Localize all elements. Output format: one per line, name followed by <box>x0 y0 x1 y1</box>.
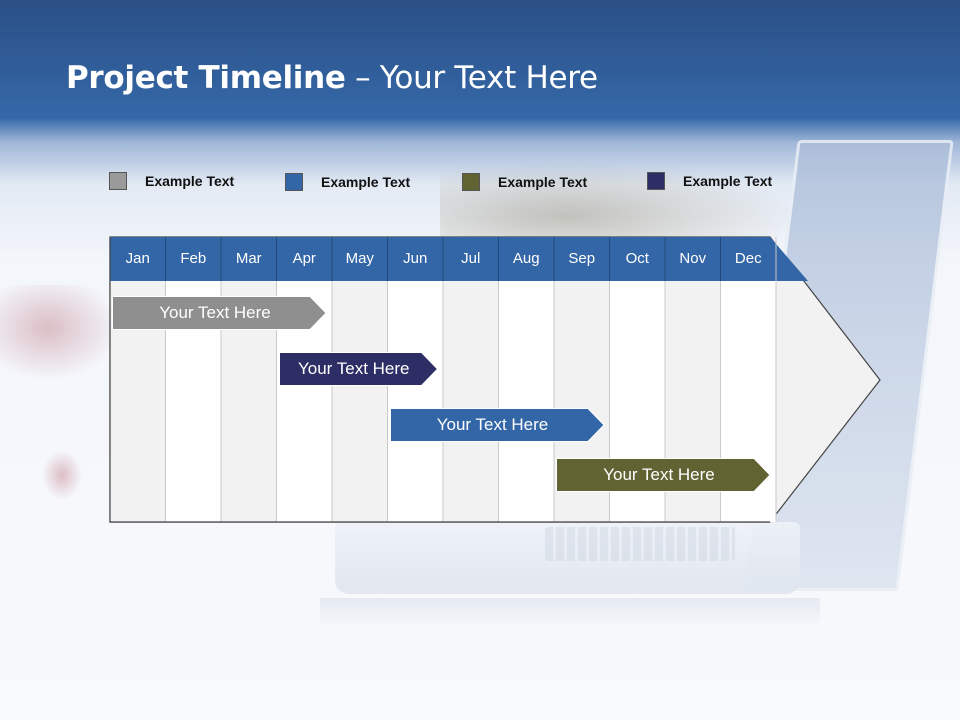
month-column <box>332 281 388 522</box>
slide-title-rest: – Your Text Here <box>345 60 598 96</box>
month-label-jan: Jan <box>125 250 150 267</box>
legend-swatch-gray <box>109 172 127 190</box>
month-label-jun: Jun <box>403 250 428 267</box>
legend-swatch-olive <box>462 173 480 191</box>
task-arrow-fill <box>389 408 605 442</box>
legend-label: Example Text <box>683 173 773 189</box>
slide-title-bold: Project Timeline <box>66 60 346 96</box>
month-column <box>443 281 499 522</box>
task-bar-4[interactable]: Your Text Here <box>556 458 771 492</box>
legend-item-blue: Example Text <box>285 172 410 192</box>
task-label: Your Text Here <box>159 303 271 322</box>
legend-item-olive: Example Text <box>462 172 587 192</box>
month-column <box>498 281 554 522</box>
legend-item-gray: Example Text <box>109 171 234 191</box>
task-bar-1[interactable]: Your Text Here <box>112 296 327 330</box>
legend-label: Example Text <box>145 173 235 189</box>
task-bar-3[interactable]: Your Text Here <box>389 408 605 442</box>
task-arrow-shape <box>556 458 771 492</box>
month-label-feb: Feb <box>180 250 207 267</box>
task-label: Your Text Here <box>297 359 410 378</box>
legend-swatch-blue <box>285 173 303 191</box>
month-label-may: May <box>345 250 374 267</box>
month-label-mar: Mar <box>235 250 262 267</box>
task-arrow-shape <box>389 408 605 442</box>
month-label-nov: Nov <box>679 250 707 267</box>
task-arrow-fill <box>278 352 438 386</box>
legend-item-navy: Example Text <box>647 171 772 191</box>
timeline-header-band <box>110 237 808 281</box>
month-label-jul: Jul <box>461 250 481 267</box>
task-arrow-shape <box>278 352 438 386</box>
slide-title: Project Timeline – Your Text Here <box>66 60 598 96</box>
task-arrow-fill <box>112 296 327 330</box>
month-label-apr: Apr <box>292 250 316 267</box>
task-arrow-fill <box>556 458 771 492</box>
legend-label: Example Text <box>498 174 588 190</box>
legend-label: Example Text <box>321 174 411 190</box>
task-label: Your Text Here <box>603 465 715 484</box>
month-label-sep: Sep <box>568 250 596 267</box>
month-label-dec: Dec <box>734 250 762 267</box>
task-arrow-shape <box>112 296 327 330</box>
month-label-oct: Oct <box>625 250 649 267</box>
month-label-aug: Aug <box>512 250 540 267</box>
task-bar-2[interactable]: Your Text Here <box>278 352 439 386</box>
month-column <box>387 281 443 522</box>
task-label: Your Text Here <box>436 415 549 434</box>
legend-swatch-navy <box>647 172 665 190</box>
